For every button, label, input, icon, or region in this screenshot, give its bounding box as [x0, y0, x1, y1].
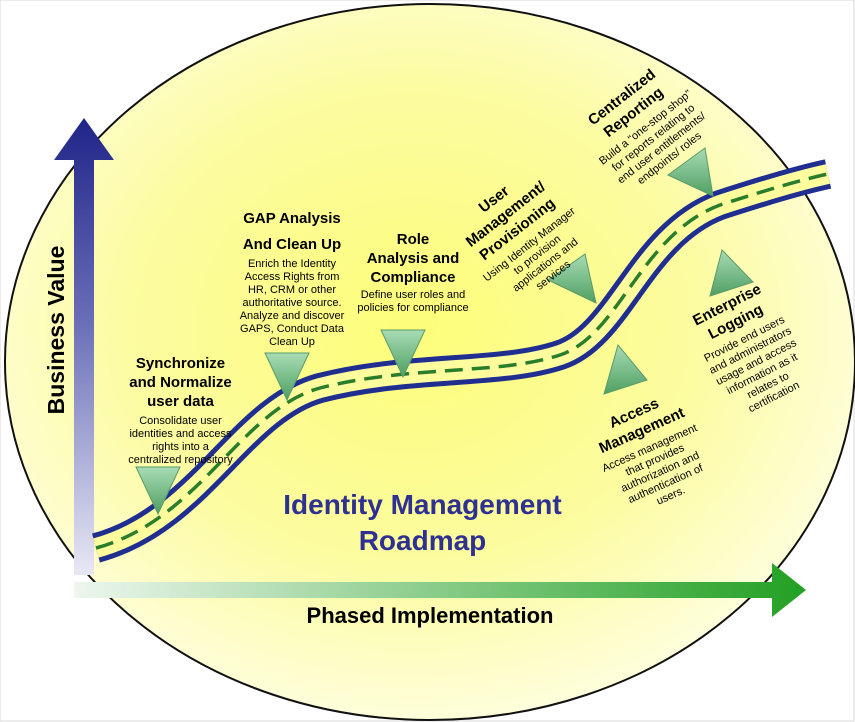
marker-access	[603, 343, 648, 395]
phase-desc-line: Access Rights from	[244, 271, 340, 283]
road-center-line	[95, 172, 829, 550]
marker-sync	[135, 466, 181, 516]
x-axis-arrow	[74, 563, 806, 617]
phase-desc-line: Consolidate user	[139, 415, 222, 427]
phase-desc-line: authoritative source.	[242, 297, 342, 309]
phase-desc-line: GAPS, Conduct Data	[240, 323, 344, 335]
marker-role	[380, 329, 426, 379]
phase-desc-line: Clean Up	[269, 336, 315, 348]
marker-reporting	[667, 147, 714, 197]
phase-desc-line: policies for compliance	[357, 302, 469, 314]
phase-gap-analysis: GAP Analysis And Clean Up Enrich the Ide…	[212, 206, 372, 349]
phase-title-line: and Normalize	[129, 374, 232, 391]
phase-desc-line: rights into a	[152, 441, 209, 453]
title-line: Roadmap	[358, 525, 487, 556]
marker-user	[547, 253, 597, 304]
title-line: Identity Management	[283, 489, 562, 520]
phase-desc-line: centralized repository	[128, 454, 233, 466]
phase-title-line: Analysis and	[366, 250, 460, 267]
phase-desc-line: Enrich the Identity	[247, 258, 337, 270]
diagram-title: Identity Management Roadmap	[225, 487, 620, 559]
phase-desc-line: Analyze and discover	[239, 310, 345, 322]
phase-synchronize: Synchronize and Normalize user data Cons…	[98, 354, 263, 467]
phase-title-line: GAP Analysis	[243, 210, 341, 227]
x-axis-label: Phased Implementation	[306, 603, 554, 628]
y-axis-arrow	[54, 118, 114, 575]
phase-title-line: Role	[396, 231, 430, 248]
phase-role-analysis: Role Analysis and Compliance Define user…	[350, 230, 476, 315]
phase-title-line: Synchronize	[135, 355, 226, 372]
phase-title-line: And Clean Up	[242, 236, 342, 253]
marker-logging	[709, 249, 754, 297]
phase-desc-line: identities and access	[129, 428, 232, 440]
marker-gap	[264, 352, 310, 402]
phase-title-line: Compliance	[370, 269, 456, 286]
phase-desc-line: HR, CRM or other	[247, 284, 337, 296]
phase-desc-line: Define user roles and	[360, 289, 466, 301]
y-axis-label: Business Value	[43, 245, 69, 415]
phase-title-line: user data	[147, 393, 214, 410]
